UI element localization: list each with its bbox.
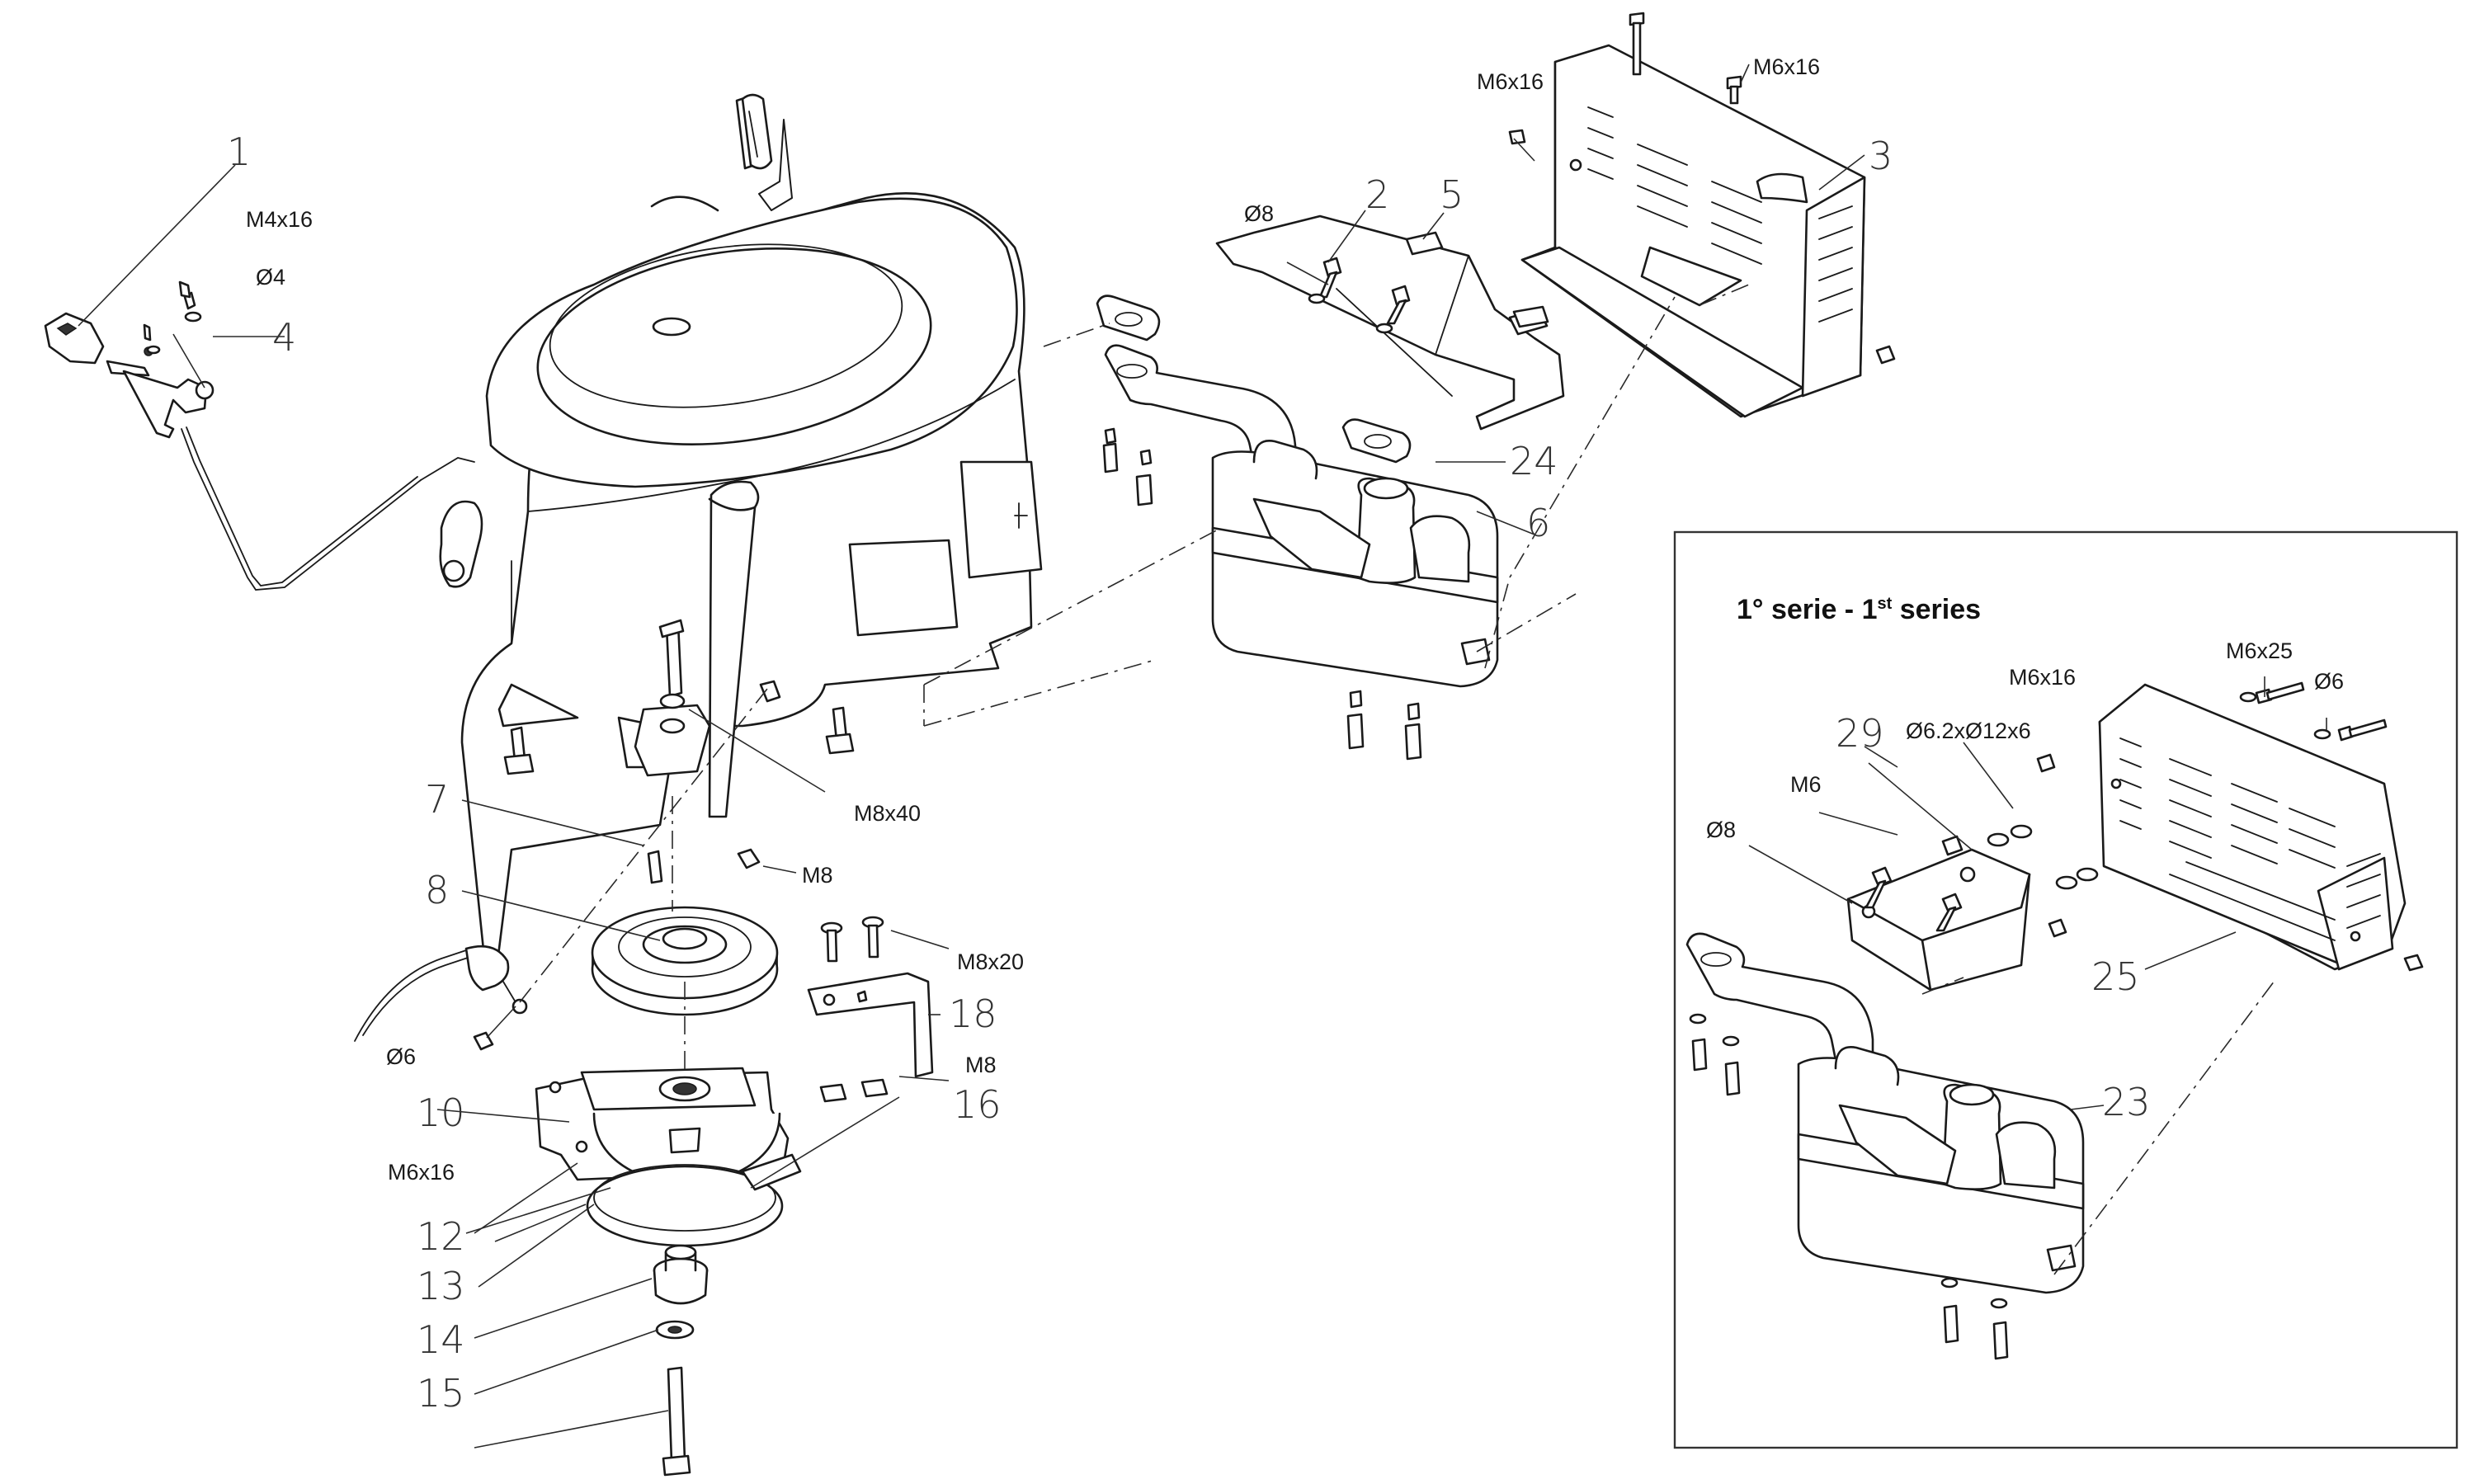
callout-numbers: 1 2 3 4 5 6 7 8 10 12 13 14 15 16 18 24 <box>227 130 1893 1416</box>
callout-13: 13 <box>417 1264 465 1308</box>
callout-1: 1 <box>227 130 251 174</box>
callout-2: 2 <box>1365 172 1389 217</box>
callout-6: 6 <box>1526 501 1550 545</box>
muffler <box>1104 344 1499 688</box>
inset-muffler-bolts <box>1689 1013 2009 1360</box>
leader-lines <box>78 64 1865 1449</box>
spec-d6-cable: Ø6 <box>386 1044 416 1069</box>
spec-m6x16-right: M6x16 <box>1753 54 1820 79</box>
callout-7: 7 <box>425 777 449 822</box>
spec-m8-bracket: M8 <box>965 1053 997 1077</box>
throttle-fasteners <box>143 280 202 355</box>
bracket <box>807 972 934 1078</box>
dipstick-tube <box>741 93 773 170</box>
inset-frame <box>1673 530 2458 1449</box>
spec-m8-nut: M8 <box>802 863 833 888</box>
inset-title: 1° serie - 1st series <box>1737 594 1981 625</box>
inset-muffler <box>1685 932 2085 1294</box>
spec-m6x16-left: M6x16 <box>1477 69 1544 94</box>
key <box>647 850 663 884</box>
engine-mounting-bolts <box>503 619 855 869</box>
spec-m6x16-clutch: M6x16 <box>388 1160 455 1185</box>
inset-spec-d6: Ø6 <box>2314 669 2344 694</box>
spec-m8x40: M8x40 <box>854 801 921 826</box>
engine <box>439 96 1043 983</box>
spec-m4x16: M4x16 <box>246 207 313 232</box>
shield-clips <box>1405 231 1549 328</box>
spec-d4: Ø4 <box>256 265 285 290</box>
inset-first-series: 1° serie - 1st series <box>1673 530 2458 1449</box>
clutch-spacer-washer-bolt <box>653 1244 709 1477</box>
callout-8: 8 <box>425 868 449 912</box>
clutch-cable <box>354 945 528 1051</box>
inset-fasteners <box>1864 681 2424 972</box>
callout-23: 23 <box>2102 1080 2151 1124</box>
muffler-bolts <box>1102 427 1422 761</box>
inset-spec-d8: Ø8 <box>1706 817 1736 842</box>
throttle-assembly <box>44 291 475 591</box>
callout-16: 16 <box>953 1082 1002 1127</box>
callout-3: 3 <box>1869 134 1893 178</box>
bracket-bolts-nuts <box>819 916 889 1103</box>
spec-m8x20: M8x20 <box>957 949 1024 974</box>
inset-spec-m6x16: M6x16 <box>2009 665 2076 690</box>
pulley <box>591 906 779 1016</box>
callout-5: 5 <box>1440 172 1464 217</box>
callout-14: 14 <box>417 1317 465 1362</box>
electric-clutch <box>535 1067 802 1247</box>
inset-spec-m6: M6 <box>1790 772 1822 797</box>
callout-29: 29 <box>1836 711 1884 756</box>
callout-25: 25 <box>2091 954 2140 999</box>
inset-spec-washer: Ø6.2xØ12x6 <box>1906 718 2031 743</box>
callout-12: 12 <box>417 1214 465 1259</box>
spec-labels: M4x16 Ø4 M6x16 M6x16 Ø8 M8x40 M8 M8x20 M… <box>246 54 1820 1185</box>
exhaust-gaskets <box>1096 294 1412 464</box>
inset-muffler-guard <box>2098 683 2407 971</box>
inset-spec-m6x25: M6x25 <box>2226 638 2293 663</box>
guard-bolts <box>1508 12 1896 365</box>
callout-24: 24 <box>1510 439 1558 483</box>
callout-18: 18 <box>949 992 997 1036</box>
callout-10: 10 <box>417 1091 465 1135</box>
muffler-guard <box>1520 44 1866 418</box>
callout-4: 4 <box>272 315 296 360</box>
spec-d8-shield: Ø8 <box>1244 201 1274 226</box>
callout-15: 15 <box>417 1371 465 1416</box>
